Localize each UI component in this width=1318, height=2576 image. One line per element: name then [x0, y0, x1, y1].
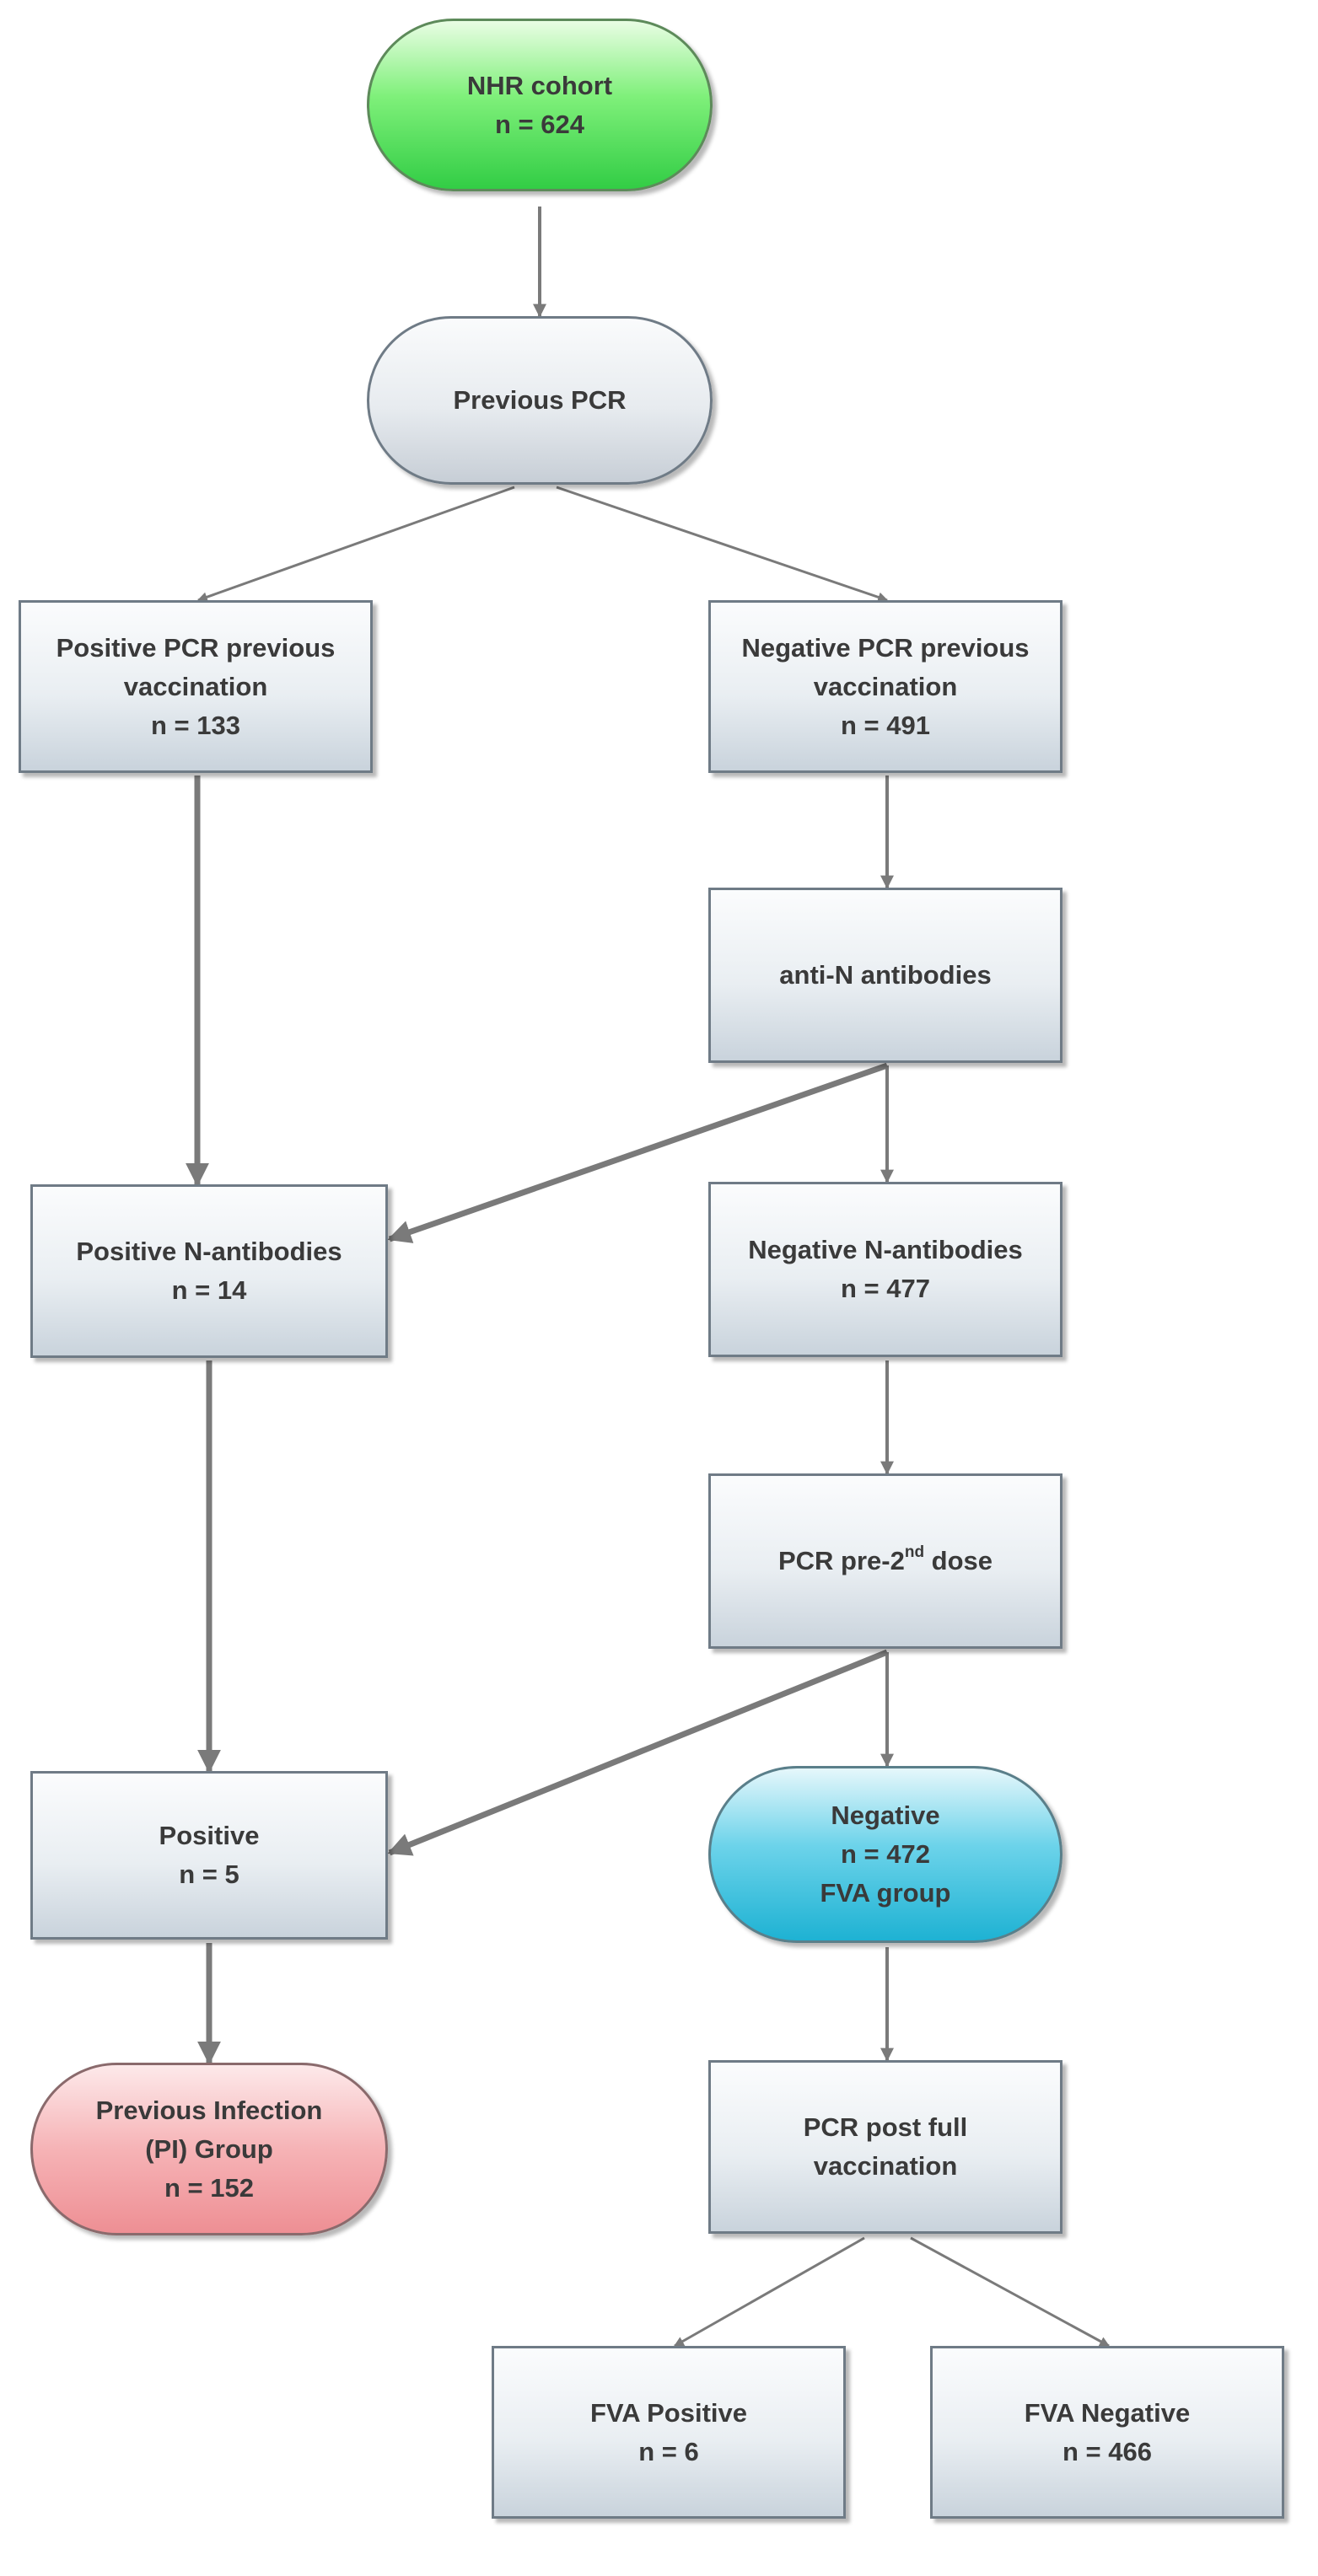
positive-pcr-subtitle: vaccination [123, 671, 268, 701]
anti-n-title: anti-N antibodies [779, 960, 992, 990]
pi-group-count: n = 152 [164, 2172, 254, 2203]
positive-pcr-title: Positive PCR previous [56, 632, 336, 663]
negative-fva-count: n = 472 [841, 1839, 930, 1869]
node-anti-n-antibodies: anti-N antibodies [708, 888, 1062, 1063]
node-positive: Positive n = 5 [30, 1771, 388, 1940]
positive-title: Positive [159, 1821, 260, 1850]
arrow-previous-pcr-to-positive-pcr [196, 486, 515, 603]
node-previous-infection-group: Previous Infection (PI) Group n = 152 [30, 2063, 388, 2235]
fva-negative-count: n = 466 [1062, 2436, 1152, 2466]
node-fva-negative: FVA Negative n = 466 [930, 2346, 1284, 2519]
node-nhr-cohort: NHR cohort n = 624 [367, 19, 713, 191]
fva-positive-count: n = 6 [638, 2436, 699, 2466]
node-pcr-post-full-vaccination: PCR post full vaccination [708, 2060, 1062, 2234]
pi-group-subtitle: (PI) Group [145, 2133, 273, 2164]
positive-n-title: Positive N-antibodies [76, 1237, 342, 1266]
pcr-post-title: PCR post full [803, 2112, 968, 2142]
arrow-previous-pcr-to-negative-pcr [556, 486, 889, 603]
arrow-anti-n-to-positive-n [387, 1062, 889, 1243]
node-previous-pcr: Previous PCR [367, 316, 713, 485]
pcr-pre2-prefix: PCR pre-2 [777, 1546, 905, 1575]
node-negative-n-antibodies: Negative N-antibodies n = 477 [708, 1182, 1062, 1357]
negative-pcr-subtitle: vaccination [813, 671, 958, 701]
positive-n-count: n = 14 [171, 1275, 247, 1305]
node-positive-n-antibodies: Positive N-antibodies n = 14 [30, 1184, 388, 1358]
pcr-pre2-superscript: nd [904, 1543, 925, 1561]
nhr-cohort-title: NHR cohort [466, 70, 613, 100]
positive-count: n = 5 [179, 1860, 239, 1889]
negative-pcr-title: Negative PCR previous [741, 632, 1030, 663]
positive-pcr-count: n = 133 [151, 710, 240, 740]
node-negative-pcr: Negative PCR previous vaccination n = 49… [708, 600, 1062, 773]
node-fva-positive: FVA Positive n = 6 [492, 2346, 846, 2519]
negative-fva-group-label: FVA group [820, 1878, 951, 1908]
arrow-pcr-pre2-to-positive [387, 1649, 889, 1856]
previous-pcr-title: Previous PCR [453, 385, 627, 415]
pcr-pre2-title: PCR pre-2nd dose [778, 1542, 993, 1580]
negative-n-title: Negative N-antibodies [748, 1235, 1023, 1264]
negative-n-count: n = 477 [841, 1274, 930, 1303]
pcr-pre2-suffix: dose [924, 1546, 993, 1575]
pcr-post-subtitle: vaccination [813, 2151, 958, 2181]
arrow-pcr-post-to-fva-positive [673, 2236, 865, 2348]
node-positive-pcr: Positive PCR previous vaccination n = 13… [19, 600, 373, 773]
node-negative-fva-group: Negative n = 472 FVA group [708, 1766, 1062, 1943]
fva-positive-title: FVA Positive [589, 2397, 748, 2428]
negative-pcr-count: n = 491 [841, 710, 930, 740]
pi-group-title: Previous Infection [95, 2095, 323, 2125]
nhr-cohort-count: n = 624 [495, 109, 584, 139]
node-pcr-pre-2nd-dose: PCR pre-2nd dose [708, 1473, 1062, 1649]
arrow-pcr-post-to-fva-negative [910, 2236, 1111, 2348]
fva-negative-title: FVA Negative [1024, 2397, 1191, 2428]
negative-fva-title: Negative [831, 1801, 940, 1830]
